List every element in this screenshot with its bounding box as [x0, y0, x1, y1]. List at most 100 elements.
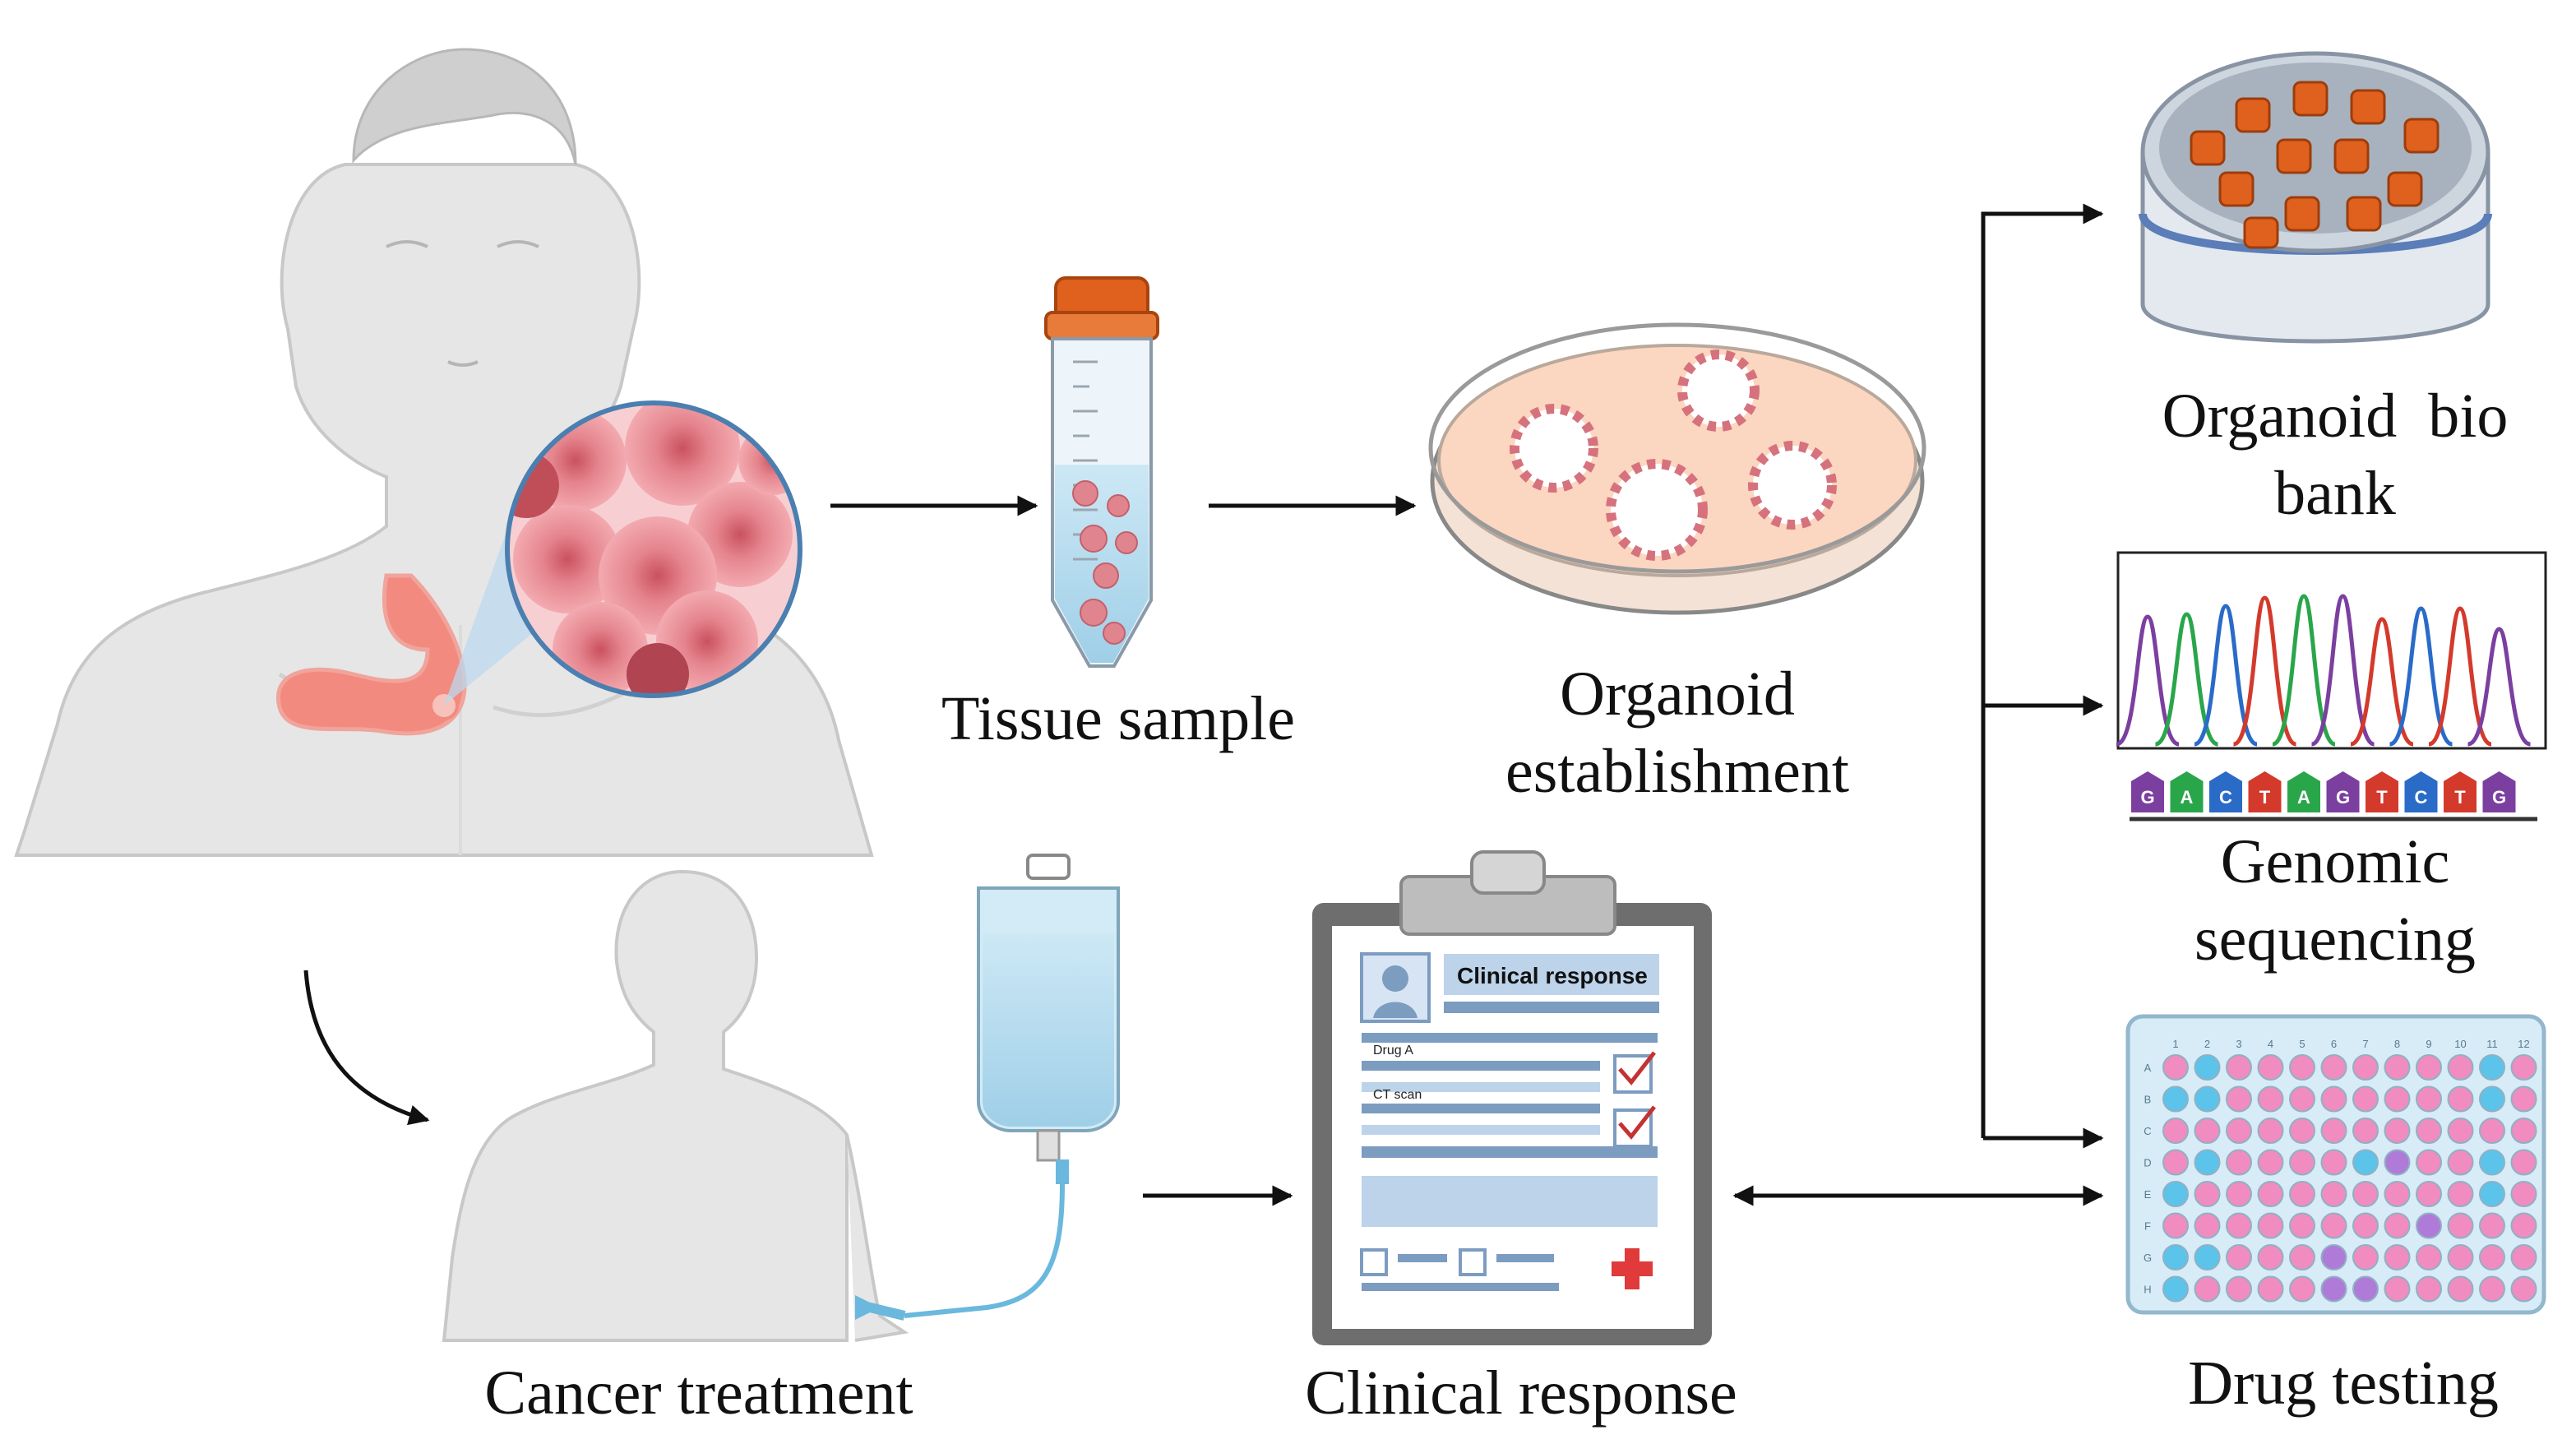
label-organoid-establishment-1: Organoid — [1560, 660, 1795, 729]
plate-well — [2226, 1244, 2252, 1270]
iv-bag-icon — [855, 854, 1120, 1320]
organoid-petri-dish — [1428, 322, 1926, 615]
plate-well — [2352, 1085, 2379, 1113]
plate-well — [2194, 1181, 2221, 1207]
plate-well — [2226, 1212, 2252, 1239]
plate-well — [2226, 1181, 2252, 1207]
plate-well — [2289, 1149, 2315, 1176]
plate-well — [2352, 1244, 2379, 1270]
plate-well — [2194, 1118, 2221, 1144]
plate-well — [2447, 1244, 2474, 1270]
chromatogram-peak — [2467, 627, 2532, 747]
plate-column-header: 7 — [2362, 1038, 2368, 1050]
label-organoid-establishment-2: establishment — [1505, 737, 1849, 806]
plate-well — [2257, 1149, 2284, 1176]
base-tag — [2287, 771, 2320, 812]
base-letter: A — [2297, 787, 2310, 808]
base-letter: C — [2219, 787, 2232, 808]
plate-well — [2510, 1244, 2537, 1270]
base-tag — [2326, 771, 2360, 812]
plate-well — [2384, 1149, 2411, 1176]
plate-well — [2289, 1181, 2315, 1207]
clipboard-title: Clinical response — [1457, 963, 1648, 988]
chromatogram-peak — [2116, 614, 2180, 747]
label-drug-testing: Drug testing — [2188, 1349, 2499, 1418]
tissue-sample-tube — [1044, 276, 1159, 668]
plate-well — [2447, 1085, 2474, 1113]
plate-well — [2289, 1085, 2315, 1113]
plate-well — [2162, 1054, 2189, 1081]
base-tag — [2248, 771, 2282, 812]
plate-well — [2416, 1054, 2442, 1081]
plate-row-header: A — [2144, 1062, 2152, 1074]
plate-well — [2479, 1244, 2505, 1270]
plate-well — [2416, 1181, 2442, 1207]
label-organoid-biobank-1: Organoid bio — [2162, 382, 2509, 451]
chromatogram-peak — [2310, 594, 2375, 747]
plate-row-header: D — [2144, 1157, 2151, 1169]
plate-well — [2447, 1212, 2474, 1239]
plate-well — [2416, 1085, 2442, 1113]
plate-well — [2510, 1118, 2537, 1144]
label-clinical-response: Clinical response — [1305, 1358, 1737, 1428]
plate-well — [2447, 1118, 2474, 1144]
plate-column-header: 3 — [2236, 1038, 2241, 1050]
base-letter: T — [2454, 787, 2466, 808]
plate-column-header: 10 — [2454, 1038, 2466, 1050]
plate-well — [2320, 1275, 2347, 1303]
chromatogram-peak — [2154, 612, 2219, 747]
label-tissue-sample: Tissue sample — [941, 684, 1296, 753]
plate-well — [2289, 1212, 2315, 1239]
plate-well — [2257, 1118, 2284, 1144]
plate-well — [2479, 1181, 2505, 1207]
base-letter: T — [2376, 787, 2388, 808]
plate-well — [2352, 1149, 2379, 1176]
plate-well — [2479, 1212, 2505, 1239]
plate-well — [2194, 1085, 2221, 1113]
base-letter: G — [2140, 787, 2154, 808]
plate-well — [2226, 1118, 2252, 1144]
base-tag — [2170, 771, 2204, 812]
plate-well — [2447, 1181, 2474, 1207]
plate-row-header: G — [2144, 1252, 2152, 1264]
label-organoid-biobank-2: bank — [2274, 459, 2396, 528]
clinical-response-clipboard — [1312, 850, 1712, 1345]
branch-line — [1981, 203, 2104, 1138]
clipboard-row-ct: CT scan — [1373, 1088, 1422, 1102]
base-tag — [2131, 771, 2164, 812]
base-letter: A — [2181, 787, 2194, 808]
plate-column-header: 4 — [2268, 1038, 2273, 1050]
plate-column-header: 12 — [2518, 1038, 2529, 1050]
plate-well — [2510, 1085, 2537, 1113]
plate-well — [2194, 1149, 2221, 1176]
plate-well — [2510, 1054, 2537, 1081]
plate-well — [2320, 1054, 2347, 1081]
plate-well — [2352, 1181, 2379, 1207]
plate-well — [2416, 1212, 2442, 1239]
label-genomic-sequencing-1: Genomic — [2220, 827, 2450, 896]
plate-well — [2416, 1244, 2442, 1270]
chromatogram-peak — [2271, 594, 2337, 747]
organoid-biobank-container — [2139, 51, 2492, 344]
plate-column-header: 6 — [2331, 1038, 2337, 1050]
plate-column-header: 2 — [2204, 1038, 2210, 1050]
plate-well — [2257, 1085, 2284, 1113]
plate-well — [2416, 1118, 2442, 1144]
plate-well — [2320, 1118, 2347, 1144]
plate-row-header: B — [2144, 1094, 2152, 1106]
plate-column-header: 11 — [2486, 1038, 2498, 1050]
plate-column-header: 5 — [2299, 1038, 2305, 1050]
plate-well — [2194, 1212, 2221, 1239]
chromatogram-peak — [2194, 604, 2258, 747]
plate-well — [2447, 1054, 2474, 1081]
plate-well — [2162, 1275, 2189, 1303]
plate-well — [2479, 1149, 2505, 1176]
plate-well — [2257, 1054, 2284, 1081]
plate-well — [2479, 1275, 2505, 1303]
base-tag — [2209, 771, 2242, 812]
chromatogram-peak — [2350, 617, 2414, 747]
plate-column-header: 1 — [2172, 1038, 2178, 1050]
plate-well — [2384, 1085, 2411, 1113]
